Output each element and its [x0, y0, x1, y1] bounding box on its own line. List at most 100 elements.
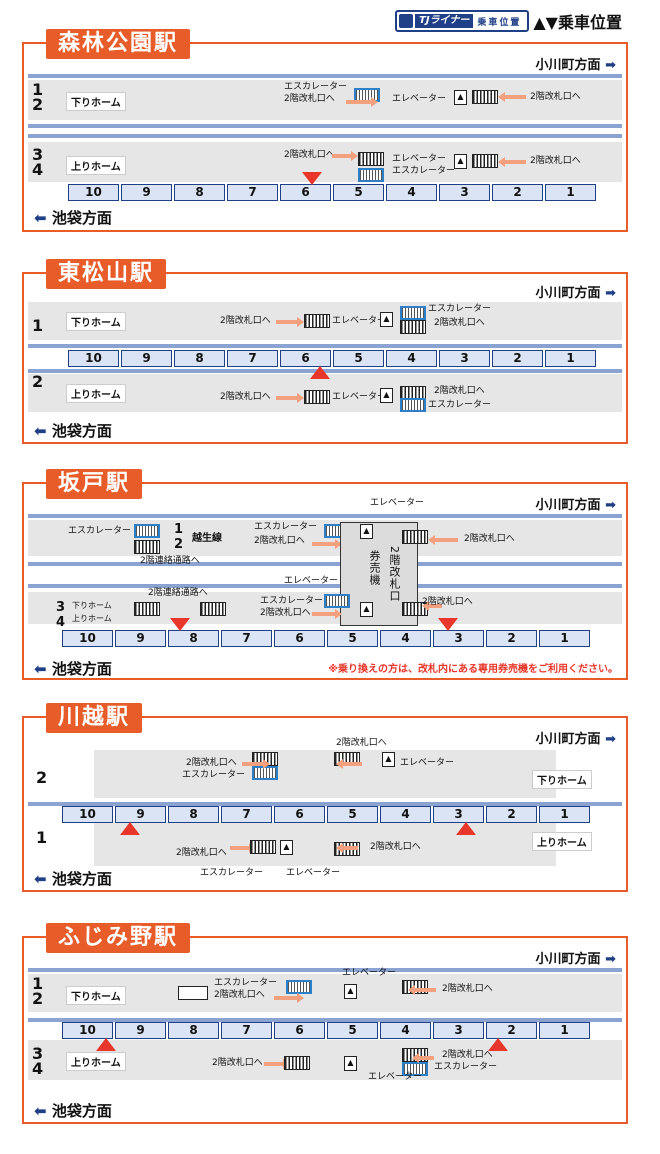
escalator-label: エスカレーター [284, 82, 348, 92]
arrow-to-gate [312, 539, 342, 549]
arrow-to-gate [242, 759, 270, 769]
car-row: 10 9 8 7 6 5 4 3 2 1 [62, 806, 590, 823]
direction-ogawamachi: 小川町方面 ➡ [536, 54, 616, 73]
to-2f-gate-label: 2階改札口へ [530, 156, 581, 166]
car-5: 5 [333, 350, 384, 367]
platform-label-down: 下りホーム [66, 986, 126, 1005]
platform-label-down: 下りホーム [72, 601, 112, 610]
escalator-label: エスカレーター [214, 978, 278, 988]
to-2f-gate-label: 2階改札口へ [186, 758, 237, 768]
car-7: 7 [221, 806, 272, 823]
arrow-to-gate [276, 317, 304, 327]
boarding-position-marker [456, 822, 476, 835]
car-5: 5 [327, 806, 378, 823]
car-10: 10 [62, 630, 113, 647]
arrow-right-icon: ➡ [605, 58, 616, 73]
car-1: 1 [545, 184, 596, 201]
arrow-right-icon: ➡ [605, 952, 616, 967]
rail [28, 134, 622, 138]
stairs-icon [304, 314, 330, 328]
platform-label-up: 上りホーム [66, 1052, 126, 1071]
car-2: 2 [492, 184, 543, 201]
elevator-label: エレベーター [286, 868, 341, 878]
car-9: 9 [115, 806, 166, 823]
escalator-label: エスカレーター [182, 770, 246, 780]
car-7: 7 [221, 1022, 272, 1039]
rail [28, 562, 622, 566]
escalator-label: エスカレーター [254, 522, 318, 532]
platform-label-down: 下りホーム [66, 312, 126, 331]
car-4: 4 [386, 184, 437, 201]
direction-label: 小川町方面 [535, 732, 601, 747]
arrow-to-gate [230, 843, 256, 853]
direction-ikebukuro: ⬅ 池袋方面 [34, 868, 112, 889]
car-8: 8 [174, 350, 225, 367]
station-title: 川越駅 [46, 703, 143, 733]
car-9: 9 [121, 350, 172, 367]
to-2f-gate-label: 2階改札口へ [464, 534, 515, 544]
car-6: 6 [280, 184, 331, 201]
platform-band-bottom [94, 822, 556, 866]
to-2f-gate-label: 2階改札口へ [336, 738, 387, 748]
rail [28, 124, 622, 128]
station-title: 東松山駅 [46, 259, 167, 289]
platform-band-top [28, 80, 622, 120]
arrow-to-gate [264, 1059, 290, 1069]
car-4: 4 [380, 806, 431, 823]
platform-label-up: 上りホーム [72, 614, 112, 623]
track-number-bottom: 2 [32, 372, 44, 391]
car-9: 9 [121, 184, 172, 201]
arrow-left-icon: ⬅ [34, 1102, 47, 1120]
track-number-top: 1 [32, 316, 44, 335]
direction-ogawamachi: 小川町方面 ➡ [536, 282, 616, 301]
stairs-icon [250, 840, 276, 854]
car-10: 10 [68, 350, 119, 367]
to-2f-gate-label: 2階改札口へ [254, 536, 305, 546]
car-8: 8 [168, 1022, 219, 1039]
boarding-position-marker [170, 618, 190, 631]
to-2f-gate-label: 2階改札口へ [442, 1050, 493, 1060]
escalator-label: エスカレーター [392, 166, 456, 176]
to-2f-gate-label: 2階改札口へ [442, 984, 493, 994]
stairs-icon [472, 90, 498, 104]
platform-label-down: 下りホーム [66, 92, 126, 111]
car-2: 2 [486, 1022, 537, 1039]
car-row: 10 9 8 7 6 5 4 3 2 1 [68, 184, 596, 201]
direction-label: 小川町方面 [535, 498, 601, 513]
car-6: 6 [274, 806, 325, 823]
renraku-label: 2階連絡通路へ [148, 588, 208, 598]
direction-ogawamachi: 小川町方面 ➡ [536, 494, 616, 513]
escalator-label: エスカレーター [68, 526, 132, 536]
platform-label-up: 上りホーム [532, 832, 592, 851]
rail [28, 514, 622, 518]
stairs-icon [134, 602, 160, 616]
2f-gate-label: 2階改札口 [388, 546, 401, 602]
elevator-label: エレベーター [368, 1072, 423, 1082]
legend-label: ▲▼乗車位置 [533, 13, 622, 32]
boarding-position-marker [310, 366, 330, 379]
direction-ikebukuro: ⬅ 池袋方面 [34, 658, 112, 679]
boarding-position-marker [96, 1038, 116, 1051]
arrow-left-icon: ⬅ [34, 209, 47, 227]
to-2f-gate-label: 2階改札口へ [220, 316, 271, 326]
arrow-to-gate [276, 393, 304, 403]
escalator-icon [286, 980, 312, 994]
car-row: 10 9 8 7 6 5 4 3 2 1 [62, 630, 590, 647]
car-row: 10 9 8 7 6 5 4 3 2 1 [68, 350, 596, 367]
car-6: 6 [280, 350, 331, 367]
arrow-right-icon: ➡ [605, 286, 616, 301]
to-2f-gate-label: 2階改札口へ [220, 392, 271, 402]
car-3: 3 [433, 630, 484, 647]
rail [28, 584, 622, 588]
ogose-line-label: 越生線 [192, 533, 222, 544]
elevator-icon: ▲ [344, 1056, 357, 1071]
escalator-label: エスカレーター [428, 304, 492, 314]
car-5: 5 [327, 1022, 378, 1039]
station-title: 坂戸駅 [46, 469, 143, 499]
boarding-position-marker [302, 172, 322, 185]
to-2f-gate-label: 2階改札口へ [284, 94, 335, 104]
